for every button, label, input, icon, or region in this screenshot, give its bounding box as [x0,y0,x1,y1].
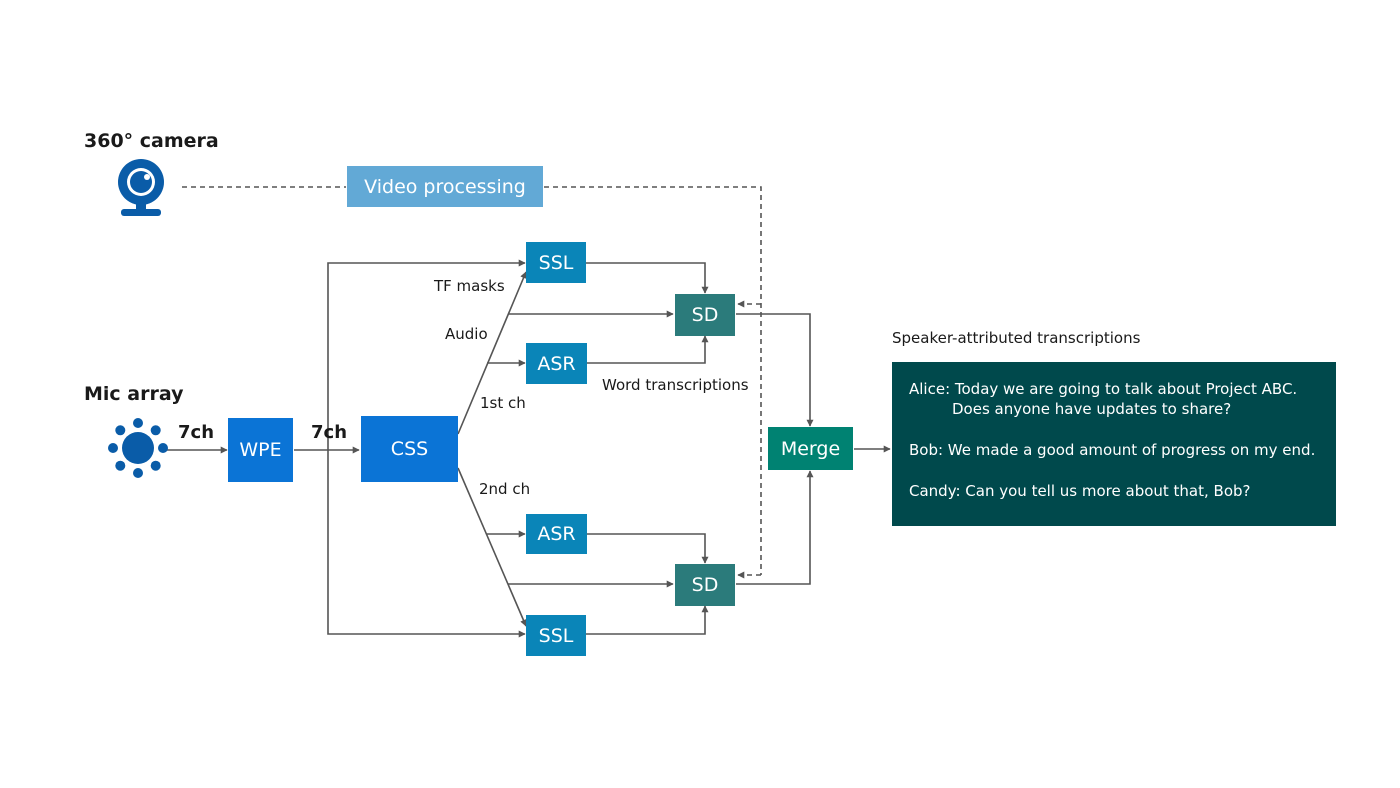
mic-array-label: Mic array [84,383,184,405]
transcript-line-alice: Alice: Today we are going to talk about … [909,380,1298,398]
sd-top-box: SD [675,294,735,336]
sd-bottom-box: SD [675,564,735,606]
ssl-top-box: SSL [526,242,586,283]
css-box: CSS [361,416,458,482]
channels-out-label: 7ch [311,422,348,443]
video-processing-box: Video processing [347,166,543,207]
asr-top-box: ASR [526,343,587,384]
video-to-sd-dashed [544,186,762,575]
asr-top-to-sd-arrow [587,335,709,364]
sd-top-to-merge-arrow [736,313,814,427]
camera-label: 360° camera [84,130,219,152]
channels-in-label: 7ch [178,422,215,443]
ssl-bottom-to-sd-arrow [586,605,709,635]
asr-bottom-box: ASR [526,514,587,554]
wpe-to-ssl-top-arrow [327,259,526,450]
tf-masks-label: TF masks [434,277,505,295]
merge-box: Merge [768,427,853,470]
audio-label: Audio [445,325,488,343]
transcript-line-bob: Bob: We made a good amount of progress o… [909,441,1316,459]
word-transcriptions-label: Word transcriptions [602,376,749,394]
second-ch-label: 2nd ch [479,480,531,498]
sd-bottom-to-merge-arrow [736,470,814,585]
ssl-top-to-sd-arrow [586,262,709,294]
wpe-box: WPE [228,418,293,482]
wpe-to-ssl-bottom-arrow [327,450,526,638]
asr-bottom-to-sd-arrow [587,533,709,564]
transcript-line-alice-cont: Does anyone have updates to share? [952,400,1232,418]
output-title: Speaker-attributed transcriptions [892,329,1141,347]
css-1st-ch-diagonal [457,271,527,435]
first-ch-label: 1st ch [480,394,526,412]
camera-icon [118,159,164,216]
css-2nd-ch-diagonal [457,467,527,627]
mic-array-icon [108,418,168,478]
transcript-line-candy: Candy: Can you tell us more about that, … [909,482,1251,500]
transcription-panel: Alice: Today we are going to talk about … [892,362,1336,526]
ssl-bottom-box: SSL [526,615,586,656]
